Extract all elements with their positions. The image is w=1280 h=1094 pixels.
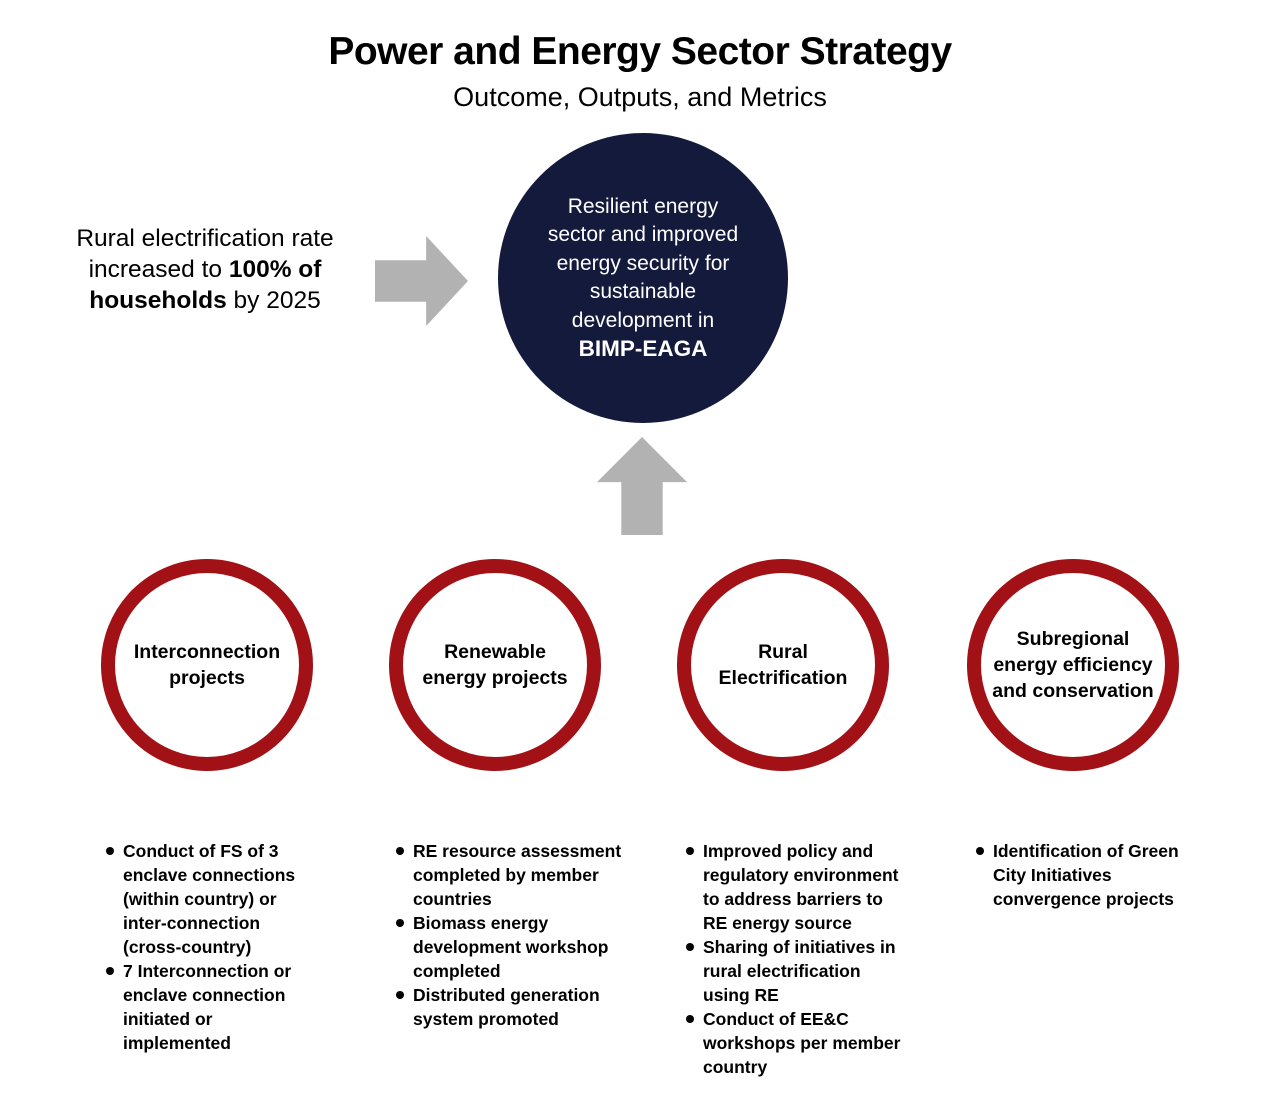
bullet-dot-icon bbox=[396, 847, 404, 855]
output-label-line: energy efficiency bbox=[993, 654, 1153, 676]
bullet-dot-icon bbox=[686, 943, 694, 951]
output-label-line: energy projects bbox=[422, 667, 568, 689]
output-bullets-renewable-energy: RE resource assessment completed by memb… bbox=[396, 839, 626, 1031]
metric-line-2: increased to 100% of bbox=[40, 254, 370, 285]
output-circle-rural-electrification: Rural Electrification bbox=[677, 559, 889, 771]
outcome-line: development in bbox=[571, 308, 715, 332]
bullet-item: Improved policy and regulatory environme… bbox=[686, 839, 912, 935]
bullet-item: Biomass energy development workshop comp… bbox=[396, 911, 626, 983]
bullet-text: Biomass energy development workshop comp… bbox=[413, 913, 609, 981]
outcome-metric: Rural electrification rate increased to … bbox=[40, 223, 370, 316]
metric-line-1: Rural electrification rate bbox=[40, 223, 370, 254]
right-arrow-icon bbox=[375, 236, 468, 326]
bullet-dot-icon bbox=[106, 967, 114, 975]
bullet-dot-icon bbox=[396, 991, 404, 999]
bullet-item: Conduct of FS of 3 enclave connections (… bbox=[106, 839, 302, 959]
bullet-text: Distributed generation system promoted bbox=[413, 985, 600, 1029]
bullet-item: RE resource assessment completed by memb… bbox=[396, 839, 626, 911]
bullet-dot-icon bbox=[976, 847, 984, 855]
bullet-text: Sharing of initiatives in rural electrif… bbox=[703, 937, 896, 1005]
output-label-line: and conservation bbox=[992, 680, 1154, 702]
bullet-item: Distributed generation system promoted bbox=[396, 983, 626, 1031]
outcome-line: Resilient energy bbox=[567, 194, 719, 218]
bullet-text: Conduct of FS of 3 enclave connections (… bbox=[123, 841, 296, 957]
metric-line-3: households by 2025 bbox=[40, 285, 370, 316]
metric-text: by 2025 bbox=[226, 287, 321, 314]
output-circle-interconnection: Interconnection projects bbox=[101, 559, 313, 771]
outcome-emphasis: BIMP-EAGA bbox=[578, 336, 708, 361]
metric-text: increased to bbox=[88, 256, 229, 283]
outcome-circle: Resilient energy sector and improved ene… bbox=[498, 133, 788, 423]
bullet-text: Conduct of EE&C workshops per member cou… bbox=[703, 1009, 901, 1077]
bullet-item: Sharing of initiatives in rural electrif… bbox=[686, 935, 912, 1007]
bullet-text: 7 Interconnection or enclave connection … bbox=[123, 961, 292, 1053]
bullet-dot-icon bbox=[686, 1015, 694, 1023]
bullet-item: Identification of Green City Initiatives… bbox=[976, 839, 1200, 911]
output-label-line: Renewable bbox=[444, 641, 546, 663]
page-subtitle: Outcome, Outputs, and Metrics bbox=[453, 82, 827, 112]
bullet-dot-icon bbox=[396, 919, 404, 927]
output-circle-renewable-energy: Renewable energy projects bbox=[389, 559, 601, 771]
metric-bold-text: 100% of bbox=[228, 256, 322, 283]
output-circle-energy-efficiency: Subregional energy efficiency and conser… bbox=[967, 559, 1179, 771]
output-bullets-interconnection: Conduct of FS of 3 enclave connections (… bbox=[106, 839, 302, 1055]
output-label-line: Rural bbox=[758, 641, 808, 663]
outcome-line: sustainable bbox=[589, 280, 697, 303]
up-arrow-icon bbox=[597, 437, 687, 535]
output-label-line: projects bbox=[169, 667, 245, 689]
output-bullets-energy-efficiency: Identification of Green City Initiatives… bbox=[976, 839, 1200, 911]
output-label-line: Subregional bbox=[1016, 628, 1130, 650]
outcome-line: energy security for bbox=[556, 251, 730, 275]
bullet-text: Identification of Green City Initiatives… bbox=[993, 841, 1179, 909]
bullet-item: Conduct of EE&C workshops per member cou… bbox=[686, 1007, 912, 1079]
output-label-line: Electrification bbox=[718, 667, 848, 689]
metric-bold-text: households bbox=[89, 287, 227, 314]
bullet-item: 7 Interconnection or enclave connection … bbox=[106, 959, 302, 1055]
bullet-text: RE resource assessment completed by memb… bbox=[413, 841, 622, 909]
page-title: Power and Energy Sector Strategy bbox=[328, 30, 952, 73]
output-bullets-rural-electrification: Improved policy and regulatory environme… bbox=[686, 839, 912, 1079]
metric-text: Rural electrification rate bbox=[76, 225, 334, 252]
bullet-dot-icon bbox=[686, 847, 694, 855]
outcome-line: sector and improved bbox=[547, 223, 739, 246]
output-label-line: Interconnection bbox=[133, 641, 281, 663]
bullet-dot-icon bbox=[106, 847, 114, 855]
bullet-text: Improved policy and regulatory environme… bbox=[703, 841, 899, 933]
